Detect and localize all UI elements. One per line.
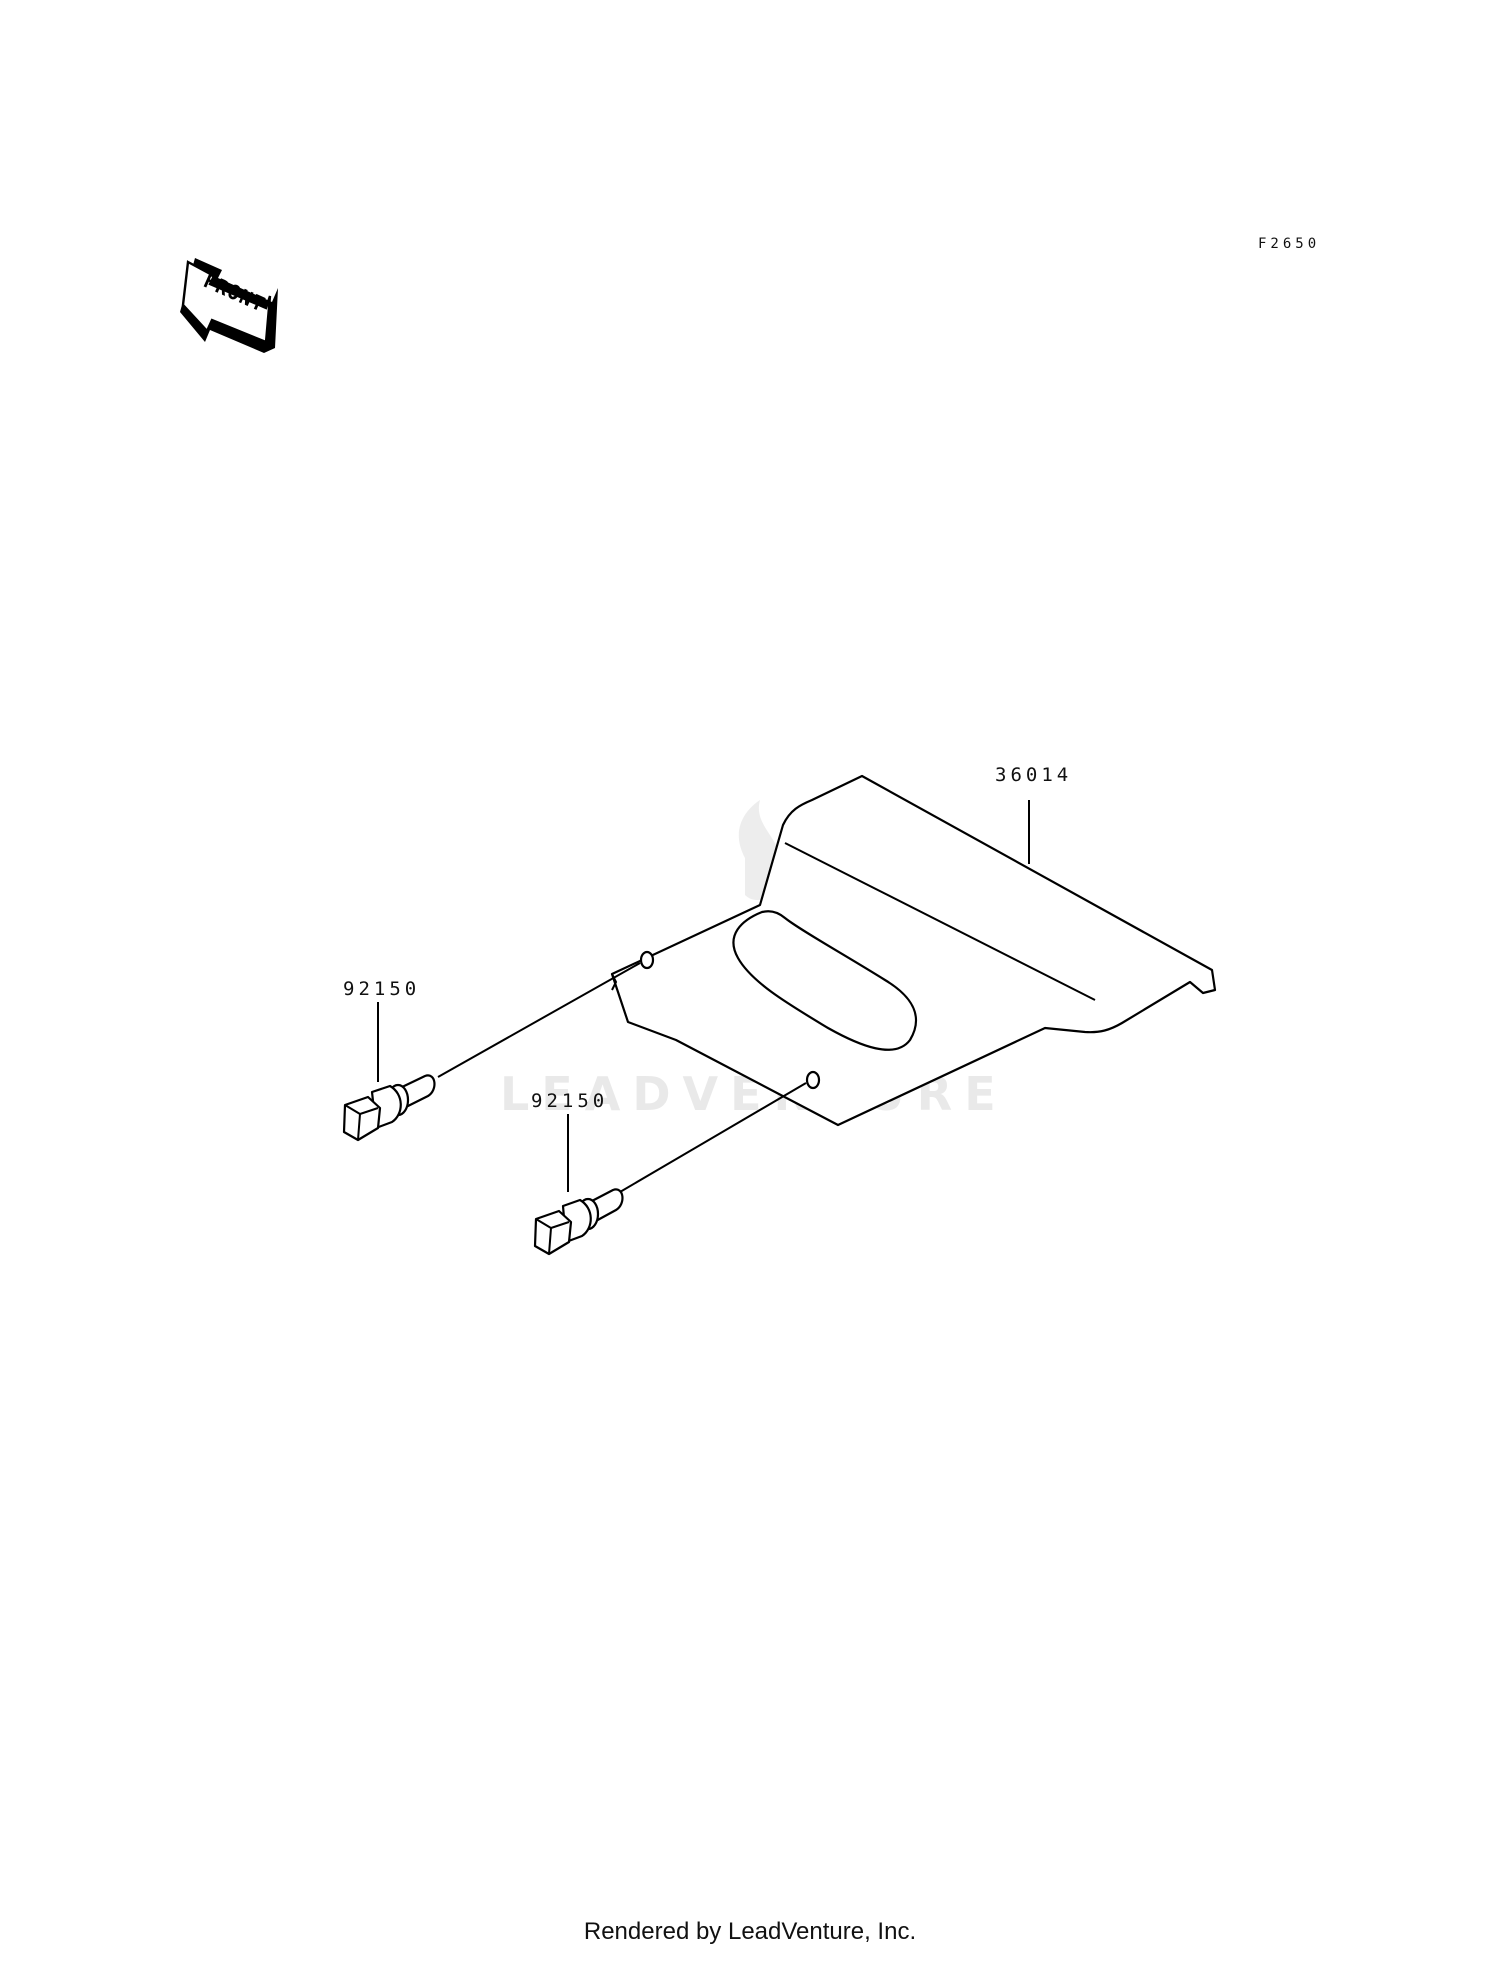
leader-lines [377, 800, 1030, 1193]
bolt-lower-92150 [533, 1188, 624, 1256]
callout-plate: 36014 [995, 764, 1072, 786]
callout-bolt-lower: 92150 [531, 1090, 608, 1112]
callout-bolt-upper: 92150 [343, 978, 420, 1000]
front-arrow-icon: FRONT [180, 258, 278, 353]
bolt-upper-92150 [342, 1074, 436, 1142]
plate-36014 [610, 774, 1217, 1127]
figure-code: F2650 [1258, 236, 1320, 252]
footer-credit: Rendered by LeadVenture, Inc. [583, 1918, 917, 1945]
